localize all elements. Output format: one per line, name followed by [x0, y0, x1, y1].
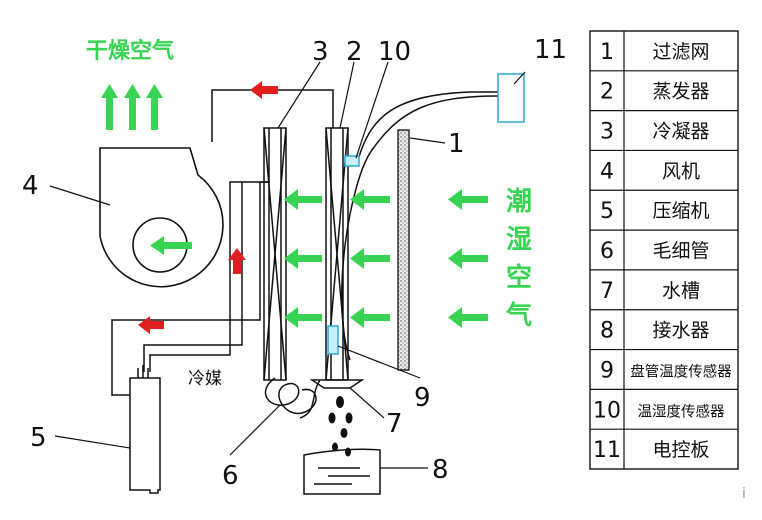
callout-6: 6	[222, 461, 239, 491]
refrigerant-piping	[111, 89, 499, 419]
legend-table: 1 过滤网 2 蒸发器 3 冷凝器 4 风机 5 压缩机 6 毛细管 7 水槽 8 接水器 9 盘管温度传感器 10…	[589, 30, 739, 470]
legend-number: 1	[600, 40, 614, 65]
left-arrow-icon	[284, 248, 322, 269]
stray-mark: i	[742, 486, 746, 502]
legend-label: 过滤网	[652, 41, 709, 63]
left-arrow-icon	[138, 316, 164, 334]
legend-label: 毛细管	[652, 240, 709, 262]
filter	[397, 129, 410, 371]
callout-11: 11	[534, 35, 567, 65]
up-arrow-icon	[124, 84, 141, 130]
legend-number: 4	[600, 159, 614, 184]
legend-label: 接水器	[652, 320, 709, 342]
condenser	[263, 127, 287, 381]
svg-text:气: 气	[505, 300, 532, 331]
callout-8: 8	[432, 455, 449, 485]
callout-10: 10	[378, 37, 411, 67]
dry-air-label: 干燥空气	[86, 38, 174, 64]
left-arrow-icon	[448, 189, 488, 210]
legend-label: 蒸发器	[652, 81, 709, 103]
left-arrow-icon	[350, 189, 390, 210]
legend-number: 5	[600, 199, 614, 224]
callout-4: 4	[22, 171, 39, 201]
water-droplets	[328, 396, 353, 457]
up-arrow-icon	[146, 84, 163, 130]
left-arrow-icon	[448, 307, 488, 328]
svg-text:湿: 湿	[506, 225, 532, 255]
callout-1: 1	[448, 129, 465, 159]
legend-label: 电控板	[652, 439, 709, 461]
legend-label: 冷凝器	[652, 121, 709, 143]
left-arrow-icon	[350, 248, 390, 269]
up-arrow-icon	[228, 248, 246, 274]
callout-5: 5	[30, 423, 47, 453]
legend-number: 2	[600, 80, 614, 105]
legend-number: 3	[600, 120, 614, 145]
leader-lines	[49, 61, 526, 469]
fan	[99, 147, 224, 288]
legend-number: 6	[600, 239, 614, 264]
up-arrow-icon	[101, 84, 118, 130]
left-arrow-icon	[284, 189, 322, 210]
refrigerant-arrows	[138, 81, 278, 334]
svg-text:潮: 潮	[506, 187, 532, 217]
control-board	[497, 73, 525, 123]
legend-label: 风机	[662, 160, 700, 182]
legend-number: 8	[600, 319, 614, 344]
left-arrow-icon	[350, 307, 390, 328]
water-collector	[303, 448, 381, 495]
callout-9: 9	[414, 383, 431, 413]
legend-label: 盘管温度传感器	[630, 362, 732, 380]
refrigerant-label: 冷媒	[188, 369, 222, 389]
callout-numbers: 1 2 3 4 5 6 7 8 9 10 11	[22, 35, 567, 491]
legend-number: 11	[593, 438, 621, 463]
callout-3: 3	[312, 37, 329, 67]
legend-number: 9	[600, 358, 614, 383]
dry-air-arrows	[101, 84, 163, 130]
fan-airflow-arrow-icon	[150, 236, 192, 255]
legend-number: 7	[600, 279, 614, 304]
airflow-arrows	[284, 189, 488, 328]
temp-humidity-sensor	[344, 155, 360, 167]
callout-7: 7	[386, 409, 403, 439]
legend-label: 压缩机	[652, 200, 709, 222]
left-arrow-icon	[448, 248, 488, 269]
left-arrow-icon	[250, 81, 278, 99]
humid-air-label: 潮 湿 空 气	[505, 187, 532, 331]
compressor	[129, 365, 161, 494]
legend-number: 10	[593, 398, 621, 423]
coil-temp-sensor	[327, 325, 339, 355]
legend-label: 温湿度传感器	[638, 403, 725, 420]
legend-label: 水槽	[662, 280, 700, 302]
callout-2: 2	[346, 37, 363, 67]
left-arrow-icon	[284, 307, 322, 328]
svg-text:空: 空	[506, 262, 532, 293]
